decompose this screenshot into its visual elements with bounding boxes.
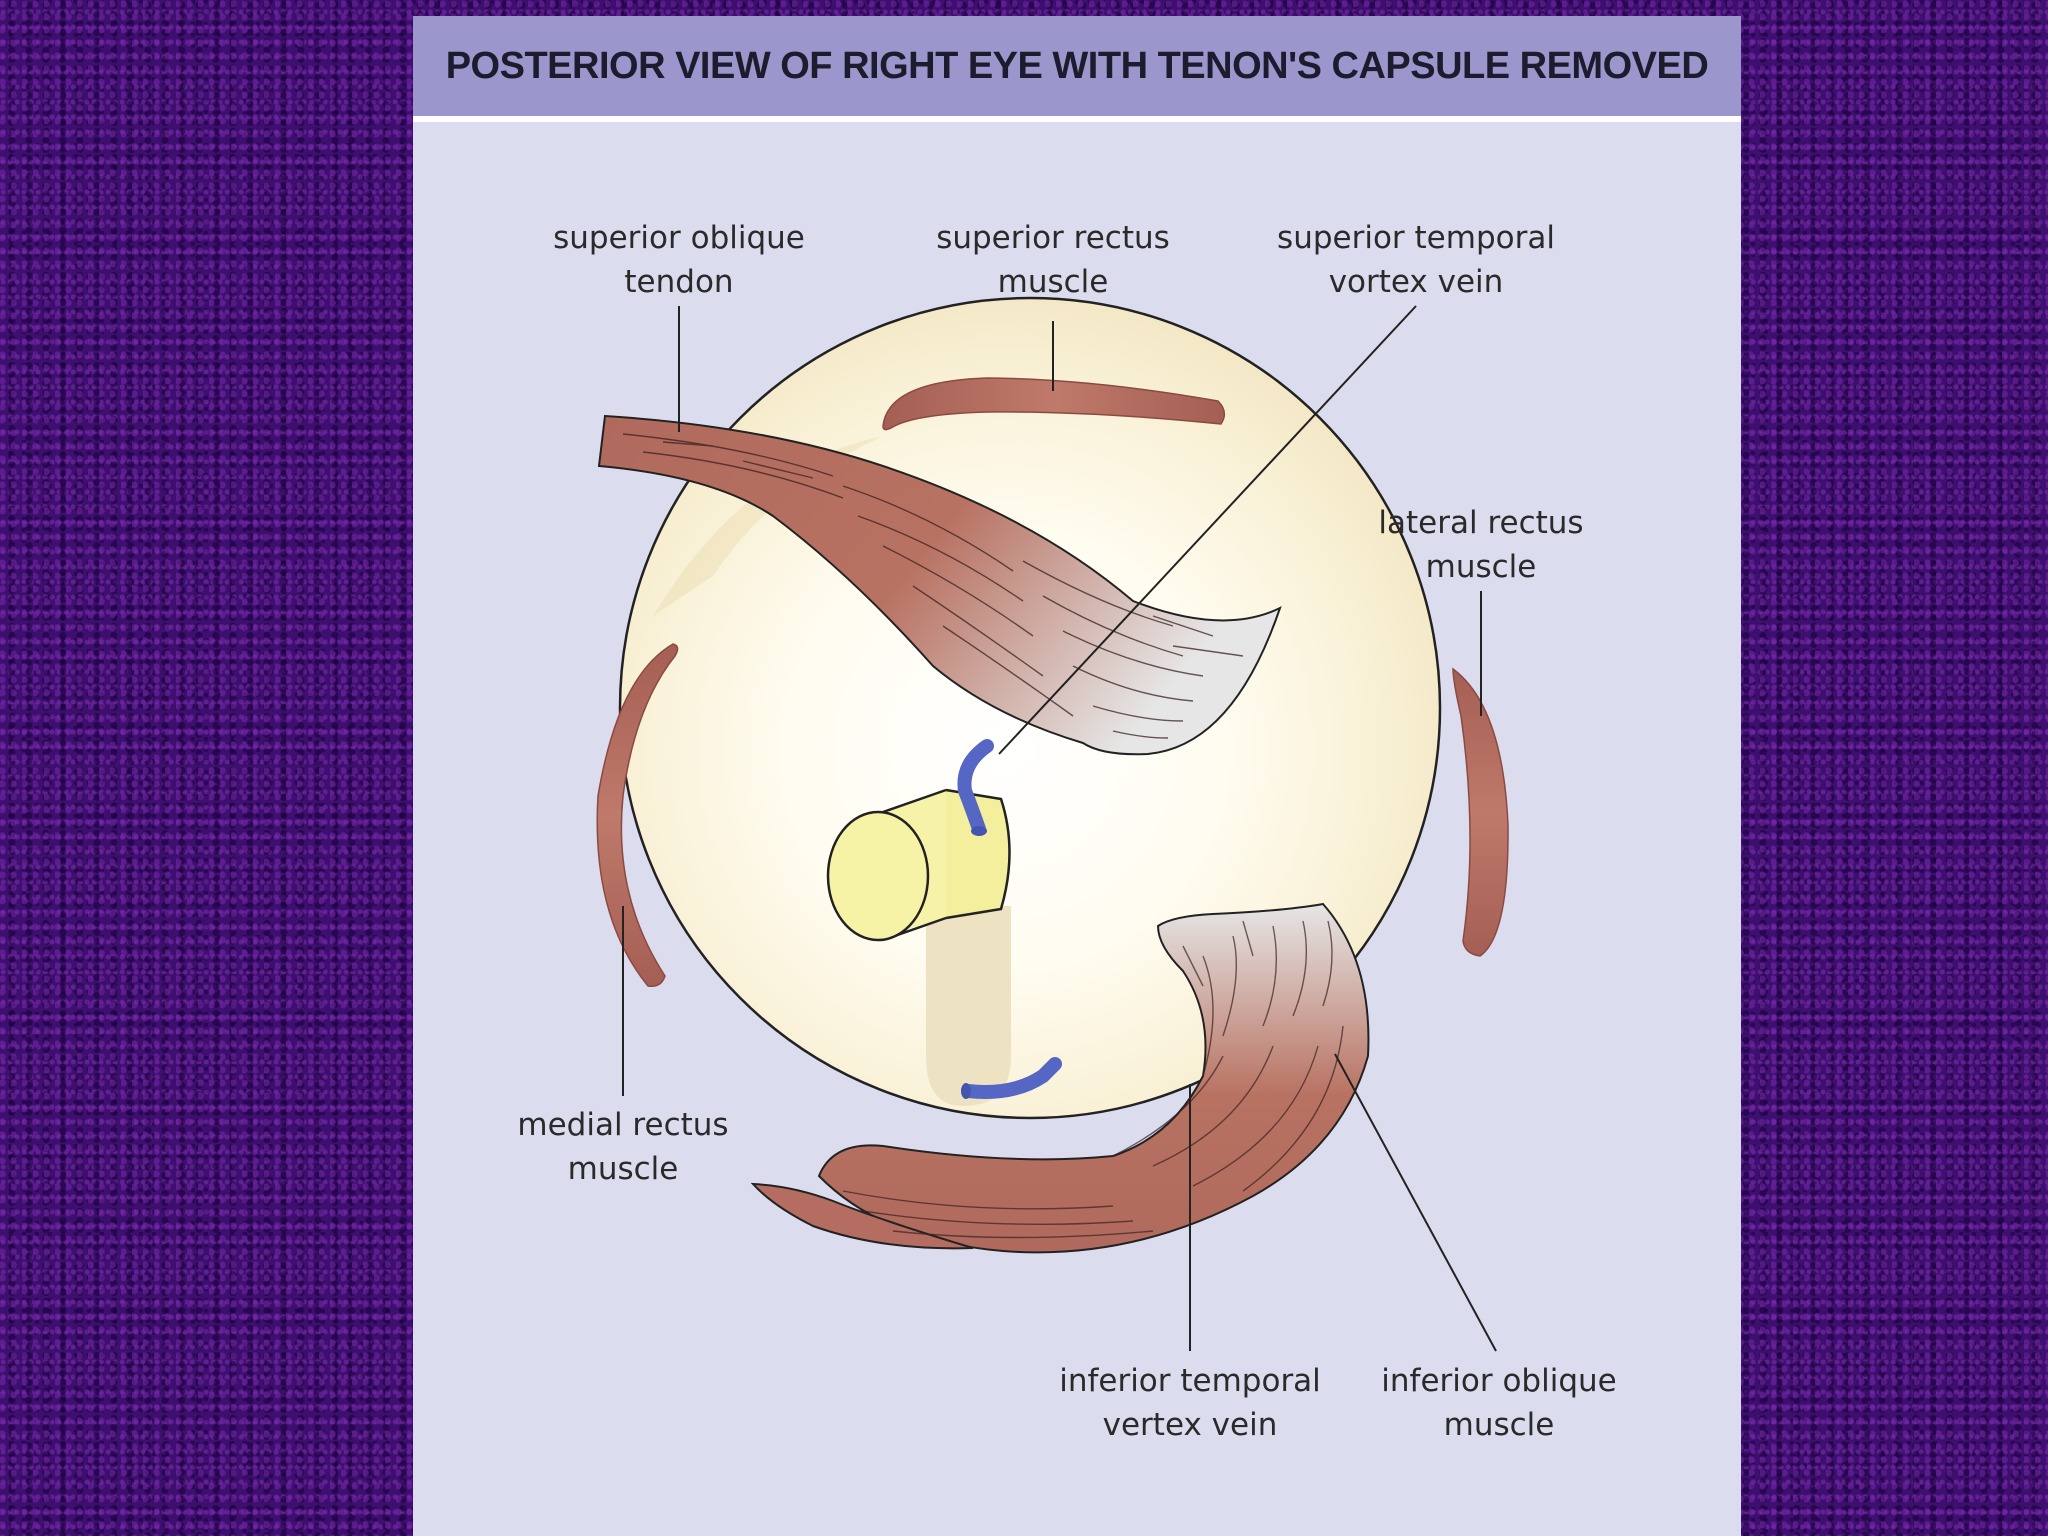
inferior-oblique-muscle: [750, 902, 1370, 1254]
label-inferior-temporal-vein-2: vertex vein: [1103, 1407, 1278, 1443]
label-superior-oblique-2: tendon: [624, 264, 733, 300]
slide-panel: POSTERIOR VIEW OF RIGHT EYE WITH TENON'S…: [413, 16, 1741, 1536]
leader-superior-vein: [998, 305, 1417, 755]
label-inferior-oblique-2: muscle: [1444, 1407, 1555, 1443]
leader-inferior-oblique: [1334, 1053, 1497, 1352]
eye-diagram: superior oblique tendon superior rectus …: [517, 220, 1616, 1443]
medial-rectus-muscle: [596, 643, 679, 988]
superior-rectus-muscle: [882, 377, 1226, 431]
label-medial-rectus: medial rectus: [517, 1107, 728, 1143]
optic-nerve: [826, 788, 1011, 942]
superior-temporal-vortex-vein: [957, 739, 994, 836]
label-superior-rectus-2: muscle: [998, 264, 1109, 300]
optic-nerve-shadow: [926, 906, 1011, 1106]
label-superior-rectus: superior rectus: [936, 220, 1170, 256]
inferior-temporal-vertex-vein: [961, 1057, 1062, 1099]
label-medial-rectus-2: muscle: [568, 1151, 679, 1187]
inferior-vein-end: [961, 1083, 971, 1099]
label-superior-temporal-vein: superior temporal: [1277, 220, 1555, 256]
label-lateral-rectus: lateral rectus: [1378, 505, 1583, 541]
globe-shading: [653, 436, 883, 616]
label-lateral-rectus-2: muscle: [1426, 549, 1537, 585]
label-inferior-temporal-vein: inferior temporal: [1059, 1363, 1321, 1399]
superior-vein-end: [971, 826, 987, 836]
page-title: POSTERIOR VIEW OF RIGHT EYE WITH TENON'S…: [445, 44, 1709, 87]
lateral-rectus-muscle: [1452, 667, 1509, 957]
title-bar: POSTERIOR VIEW OF RIGHT EYE WITH TENON'S…: [413, 16, 1741, 122]
label-inferior-oblique: inferior oblique: [1381, 1363, 1616, 1399]
label-superior-oblique: superior oblique: [553, 220, 805, 256]
label-superior-temporal-vein-2: vortex vein: [1329, 264, 1504, 300]
